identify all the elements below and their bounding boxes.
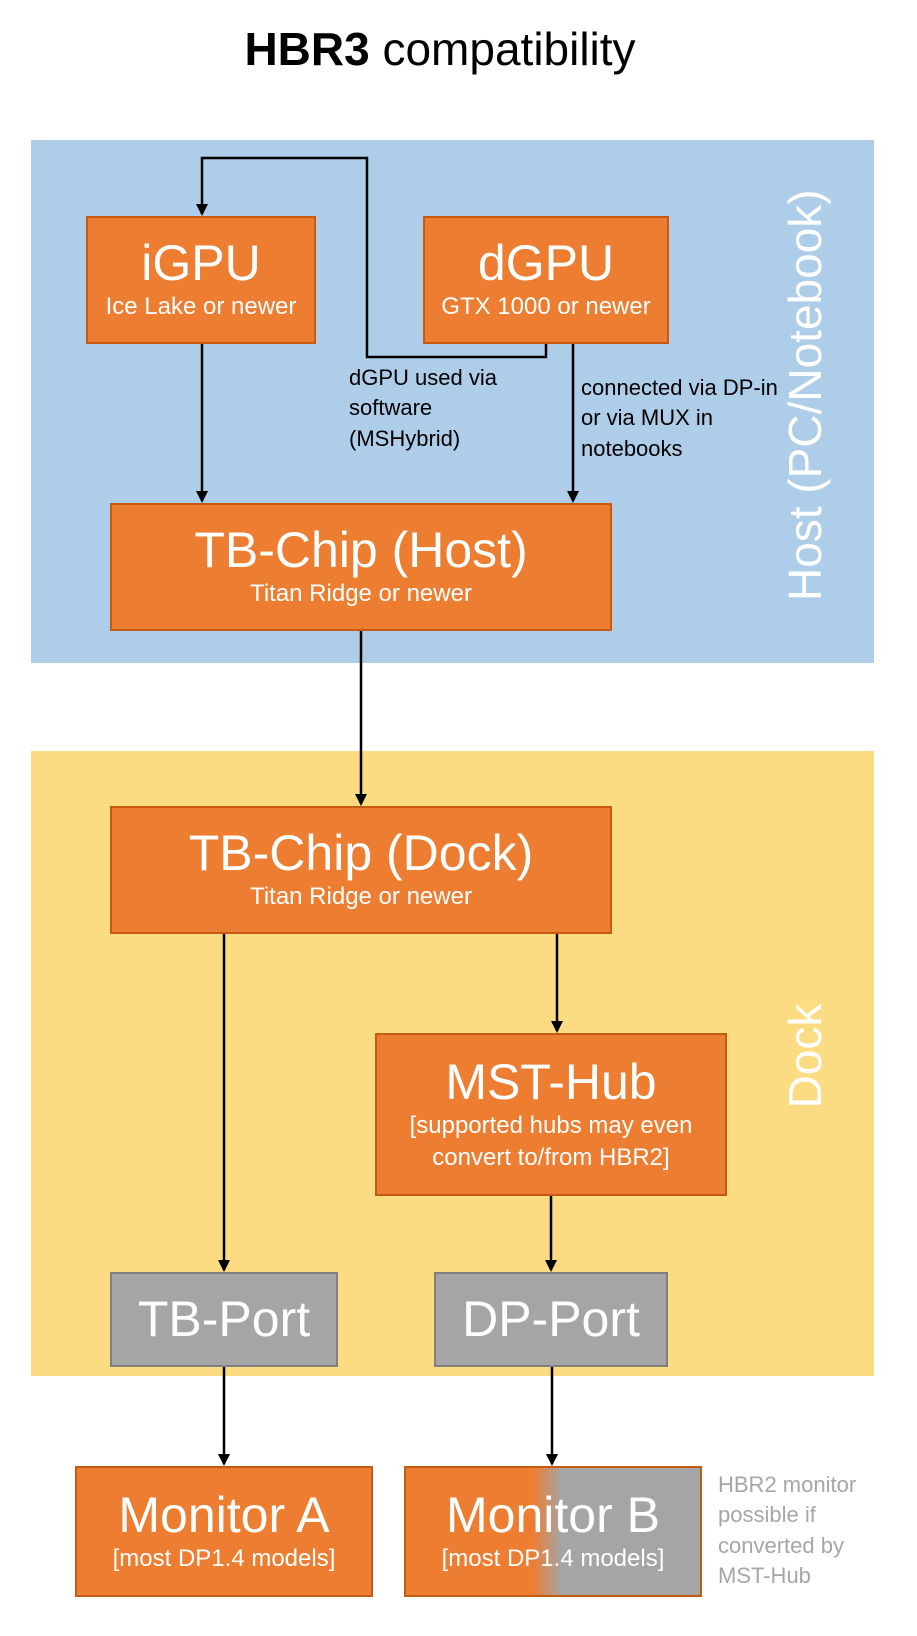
hbr2-note-line: converted by	[718, 1532, 844, 1558]
tb-dock-box: TB-Chip (Dock) Titan Ridge or newer	[110, 806, 612, 934]
tb-host-title: TB-Chip (Host)	[194, 522, 528, 579]
mst-hub-subtitle: [supported hubs may even	[409, 1111, 693, 1139]
dgpu-box: dGPU GTX 1000 or newer	[423, 216, 669, 344]
diagram-title: HBR3 compatibility	[0, 22, 880, 76]
monitor-a-title: Monitor A	[118, 1486, 330, 1543]
mshybrid-note-line: dGPU used via	[349, 365, 497, 390]
mst-hub-title: MST-Hub	[445, 1053, 657, 1110]
tb-host-box: TB-Chip (Host) Titan Ridge or newer	[110, 503, 612, 631]
tb-port-box: TB-Port	[110, 1272, 338, 1367]
hbr2-note-line: MST-Hub	[718, 1563, 811, 1589]
tb-dock-subtitle: Titan Ridge or newer	[250, 883, 472, 911]
dp-in-note-line: connected via DP-in	[581, 375, 778, 400]
monitor-b-box: Monitor B [most DP1.4 models]	[404, 1466, 702, 1597]
mshybrid-note-line: software	[349, 395, 433, 421]
monitor-b-subtitle: [most DP1.4 models]	[441, 1544, 665, 1572]
igpu-subtitle: Ice Lake or newer	[105, 293, 297, 321]
igpu-box: iGPU Ice Lake or newer	[86, 216, 316, 344]
dp-port-box: DP-Port	[434, 1272, 668, 1367]
mst-hub-subtitle: convert to/from HBR2]	[432, 1144, 670, 1171]
dp-in-note-line: notebooks	[581, 435, 683, 461]
mst-hub-box: MST-Hub [supported hubs may even convert…	[375, 1033, 727, 1196]
mshybrid-note: dGPU used via software (MSHybrid)	[349, 363, 497, 454]
monitor-a-box: Monitor A [most DP1.4 models]	[75, 1466, 373, 1597]
hbr2-note-line: HBR2 monitor	[718, 1472, 857, 1497]
igpu-title: iGPU	[141, 235, 261, 292]
mshybrid-note-line: (MSHybrid)	[349, 425, 461, 451]
dp-in-note: connected via DP-in or via MUX in notebo…	[581, 373, 778, 464]
tb-dock-title: TB-Chip (Dock)	[188, 825, 534, 882]
tb-port-title: TB-Port	[137, 1291, 311, 1347]
dgpu-title: dGPU	[477, 235, 615, 292]
monitor-a-subtitle: [most DP1.4 models]	[112, 1544, 336, 1572]
mshybrid-connector-arrow	[196, 156, 548, 359]
monitor-b-title: Monitor B	[446, 1486, 660, 1543]
hbr2-note-line: possible if	[718, 1502, 816, 1528]
tb-host-subtitle: Titan Ridge or newer	[250, 580, 472, 608]
dp-port-title: DP-Port	[462, 1291, 640, 1347]
hbr2-note: HBR2 monitor possible if converted by MS…	[718, 1470, 856, 1591]
dp-in-note-line: or via MUX in	[581, 405, 714, 431]
title-rest: compatibility	[369, 23, 636, 75]
dgpu-subtitle: GTX 1000 or newer	[441, 293, 651, 321]
title-bold: HBR3	[244, 23, 370, 75]
